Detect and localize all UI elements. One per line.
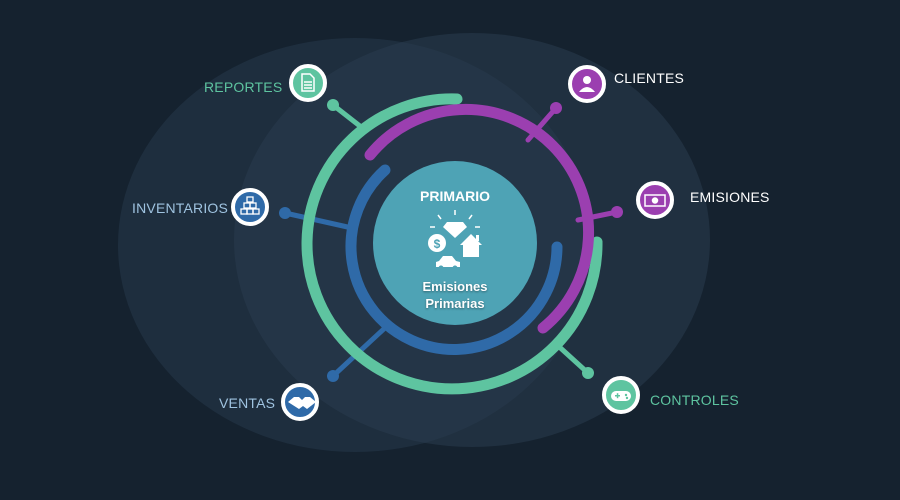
handshake-icon	[288, 397, 316, 409]
connector-dot	[550, 102, 562, 114]
connector-dot	[611, 206, 623, 218]
car-icon	[436, 256, 460, 271]
label-ventas[interactable]: VENTAS	[219, 395, 276, 411]
diamond-icon	[443, 222, 467, 238]
money-icon	[644, 194, 666, 207]
label-clientes[interactable]: CLIENTES	[614, 70, 685, 86]
user-icon	[579, 76, 595, 92]
center-title: PRIMARIO	[420, 188, 490, 204]
dollar-coin-icon	[428, 234, 446, 252]
center-subtitle-line1: Emisiones	[422, 279, 488, 294]
label-emisiones[interactable]: EMISIONES	[690, 189, 770, 205]
label-reportes[interactable]: REPORTES	[204, 79, 283, 95]
connector-dot	[582, 367, 594, 379]
gamepad-icon	[611, 391, 631, 401]
connector-dot	[327, 370, 339, 382]
arc-purple	[364, 103, 595, 334]
label-inventarios[interactable]: INVENTARIOS	[132, 200, 229, 216]
connector-dot	[279, 207, 291, 219]
house-icon	[460, 234, 482, 257]
boxes-icon	[240, 196, 260, 215]
arc-blue	[345, 164, 563, 355]
connector-inventarios	[282, 210, 355, 231]
connector-dot	[327, 99, 339, 111]
center-subtitle: Emisiones Primarias	[375, 278, 535, 312]
svg-text:$: $	[434, 237, 441, 251]
center-circle	[373, 161, 537, 325]
node-reportes[interactable]	[289, 64, 327, 102]
document-icon	[301, 73, 315, 92]
center-subtitle-line2: Primarias	[425, 296, 485, 311]
arc-green	[301, 93, 603, 395]
center-icons: $	[428, 210, 482, 271]
label-controles[interactable]: CONTROLES	[650, 392, 739, 408]
